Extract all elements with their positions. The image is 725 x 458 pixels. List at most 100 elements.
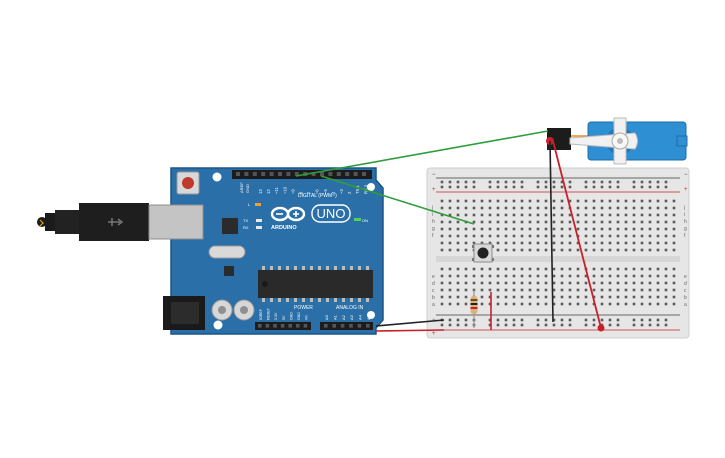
terminal-hole[interactable] [464,248,468,252]
rail-hole[interactable] [488,185,492,189]
rail-hole[interactable] [592,185,596,189]
terminal-hole[interactable] [632,206,636,210]
terminal-hole[interactable] [592,295,596,299]
terminal-hole[interactable] [520,213,524,217]
terminal-hole[interactable] [616,227,620,231]
terminal-hole[interactable] [584,248,588,252]
terminal-hole[interactable] [656,213,660,217]
power-pin-hole[interactable] [258,324,262,328]
terminal-hole[interactable] [472,281,476,285]
terminal-hole[interactable] [664,295,668,299]
terminal-hole[interactable] [632,220,636,224]
terminal-hole[interactable] [496,302,500,306]
terminal-hole[interactable] [472,199,476,203]
terminal-hole[interactable] [584,227,588,231]
terminal-hole[interactable] [544,281,548,285]
rail-hole[interactable] [664,318,668,322]
rail-hole[interactable] [520,185,524,189]
terminal-hole[interactable] [520,267,524,271]
terminal-hole[interactable] [536,227,540,231]
terminal-hole[interactable] [568,248,572,252]
terminal-hole[interactable] [448,227,452,231]
rail-hole[interactable] [584,185,588,189]
terminal-hole[interactable] [624,281,628,285]
terminal-hole[interactable] [616,199,620,203]
header-pin-hole[interactable] [311,172,316,176]
terminal-hole[interactable] [672,302,676,306]
terminal-hole[interactable] [528,248,532,252]
terminal-hole[interactable] [464,288,468,292]
terminal-hole[interactable] [464,295,468,299]
terminal-hole[interactable] [544,241,548,245]
terminal-hole[interactable] [480,234,484,238]
terminal-hole[interactable] [552,302,556,306]
rail-hole[interactable] [512,318,516,322]
terminal-hole[interactable] [624,295,628,299]
terminal-hole[interactable] [592,199,596,203]
terminal-hole[interactable] [632,302,636,306]
terminal-hole[interactable] [672,248,676,252]
terminal-hole[interactable] [528,295,532,299]
terminal-hole[interactable] [472,227,476,231]
wire-gnd-rail[interactable] [375,319,445,327]
terminal-hole[interactable] [480,241,484,245]
terminal-hole[interactable] [536,302,540,306]
terminal-hole[interactable] [512,213,516,217]
terminal-hole[interactable] [656,248,660,252]
terminal-hole[interactable] [440,288,444,292]
terminal-hole[interactable] [568,227,572,231]
rail-hole[interactable] [496,180,500,184]
terminal-hole[interactable] [440,234,444,238]
terminal-hole[interactable] [496,281,500,285]
terminal-hole[interactable] [496,234,500,238]
terminal-hole[interactable] [520,241,524,245]
terminal-hole[interactable] [504,241,508,245]
terminal-hole[interactable] [520,281,524,285]
terminal-hole[interactable] [448,206,452,210]
terminal-hole[interactable] [448,248,452,252]
terminal-hole[interactable] [616,206,620,210]
terminal-hole[interactable] [456,199,460,203]
terminal-hole[interactable] [440,248,444,252]
terminal-hole[interactable] [632,281,636,285]
terminal-hole[interactable] [544,302,548,306]
terminal-hole[interactable] [672,288,676,292]
terminal-hole[interactable] [552,288,556,292]
terminal-hole[interactable] [440,274,444,278]
terminal-hole[interactable] [616,213,620,217]
terminal-hole[interactable] [640,227,644,231]
terminal-hole[interactable] [568,220,572,224]
rail-hole[interactable] [616,323,620,327]
terminal-hole[interactable] [640,302,644,306]
terminal-hole[interactable] [552,220,556,224]
terminal-hole[interactable] [464,199,468,203]
rail-hole[interactable] [608,318,612,322]
rail-hole[interactable] [632,318,636,322]
terminal-hole[interactable] [448,302,452,306]
terminal-hole[interactable] [528,234,532,238]
terminal-hole[interactable] [504,234,508,238]
terminal-hole[interactable] [664,302,668,306]
terminal-hole[interactable] [656,206,660,210]
terminal-hole[interactable] [616,241,620,245]
terminal-hole[interactable] [456,248,460,252]
terminal-hole[interactable] [520,302,524,306]
header-pin-hole[interactable] [320,172,324,176]
terminal-hole[interactable] [544,234,548,238]
terminal-hole[interactable] [480,288,484,292]
terminal-hole[interactable] [496,274,500,278]
rail-hole[interactable] [664,323,668,327]
terminal-hole[interactable] [568,234,572,238]
terminal-hole[interactable] [576,274,580,278]
rail-hole[interactable] [456,185,460,189]
terminal-hole[interactable] [496,295,500,299]
rail-hole[interactable] [440,185,444,189]
terminal-hole[interactable] [664,274,668,278]
terminal-hole[interactable] [584,206,588,210]
terminal-hole[interactable] [560,302,564,306]
terminal-hole[interactable] [464,274,468,278]
analog-pin-hole[interactable] [357,324,362,328]
rail-hole[interactable] [504,323,508,327]
terminal-hole[interactable] [488,281,492,285]
terminal-hole[interactable] [576,295,580,299]
